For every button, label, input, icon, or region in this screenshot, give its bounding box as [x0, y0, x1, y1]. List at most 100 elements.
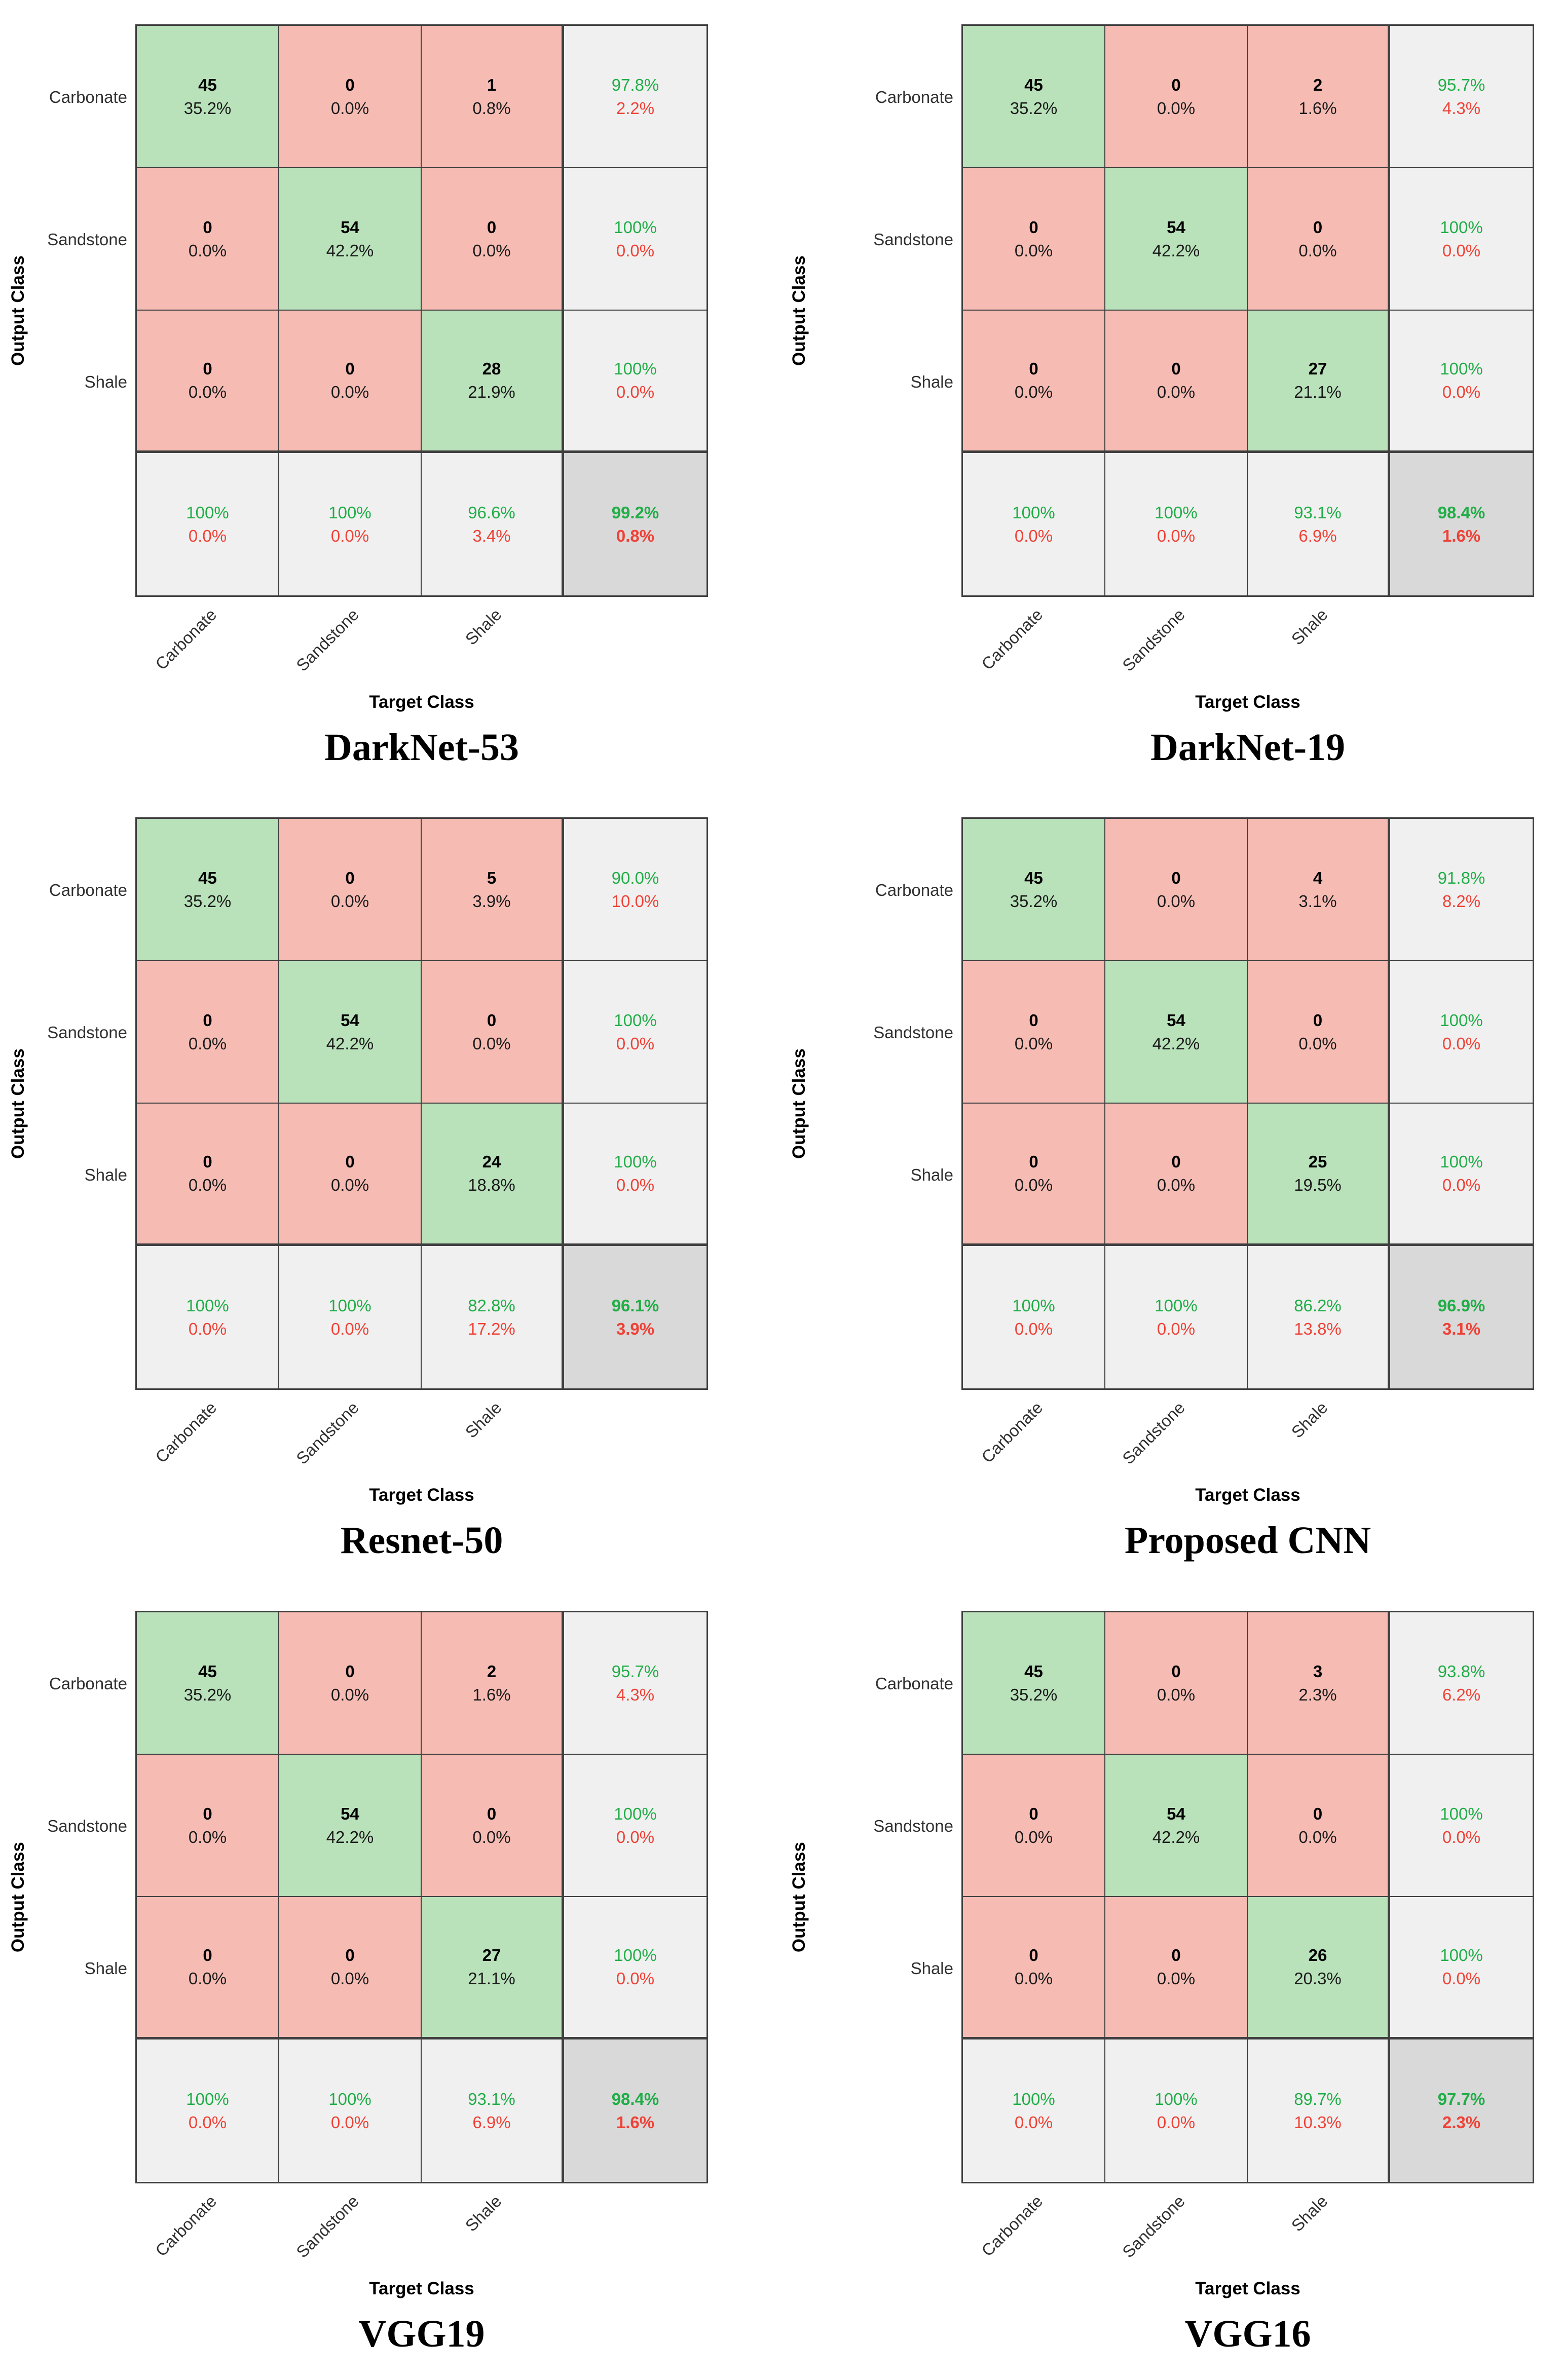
cell-percent: 2.3% [1442, 2112, 1481, 2132]
matrix-cell: 100%0.0% [564, 168, 706, 311]
cell-percent: 35.2% [1010, 98, 1058, 118]
cell-value: 54 [341, 217, 359, 237]
cell-percent: 0.0% [330, 891, 369, 911]
cell-value: 0 [203, 1152, 212, 1172]
cell-percent: 0.0% [472, 241, 511, 260]
cell-percent: 19.5% [1294, 1176, 1342, 1194]
matrix-cell: 100%0.0% [137, 1246, 279, 1388]
cell-percent: 0.0% [472, 1034, 511, 1053]
matrix-cell: 82.8%17.2% [422, 1246, 564, 1388]
row-label-slot [36, 453, 135, 595]
cell-percent: 6.9% [472, 2112, 511, 2132]
cell-percent: 0.0% [1442, 1176, 1481, 1194]
cell-percent: 0.0% [1442, 1969, 1481, 1988]
matrix-cell: 100%0.0% [1105, 453, 1248, 595]
matrix-cell: 100%0.0% [1390, 1897, 1533, 2039]
cell-value: 0 [1171, 75, 1181, 94]
matrix-cell: 100% 0.0% [564, 1897, 706, 2039]
cell-percent: 0.0% [1442, 1034, 1481, 1053]
panel-title: VGG19 [358, 2313, 485, 2355]
cell-value: 100% [1440, 1010, 1483, 1030]
cell-value: 95.7% [611, 1661, 659, 1681]
target-class-axis-label: Target Class [369, 692, 474, 712]
cell-value: 96.9% [1437, 1296, 1485, 1315]
tick-label: Carbonate [152, 2192, 220, 2260]
cell-percent: 3.9% [472, 891, 511, 911]
cell-value: 95.7% [1437, 75, 1485, 94]
row-label: Shale [84, 1958, 127, 1978]
output-class-axis-label: Output Class [8, 1842, 28, 1952]
cell-value: 54 [1167, 1804, 1185, 1823]
cell-value: 0 [1171, 868, 1181, 887]
cell-percent: 0.0% [1157, 526, 1196, 545]
matrix-cell: 100%0.0% [564, 961, 706, 1104]
cell-percent: 1.6% [472, 1685, 511, 1704]
row-label-slot: Carbonate [36, 26, 135, 168]
cell-percent: 3.9% [616, 1319, 655, 1338]
cell-percent: 0.0% [1157, 98, 1196, 118]
cell-value: 26 [1308, 1946, 1327, 1965]
cell-percent: 0.0% [1298, 1034, 1337, 1053]
matrix-cell: 93.1%6.9% [422, 2039, 564, 2182]
cell-value: 98.4% [611, 2089, 659, 2108]
cell-percent: 0.0% [188, 383, 227, 401]
row-label-slot: Shale [36, 311, 135, 453]
cell-percent: 0.0% [1442, 241, 1481, 260]
cell-value: 0 [345, 1946, 355, 1965]
target-class-axis-label: Target Class [1195, 692, 1300, 712]
panel-title: DarkNet-53 [324, 726, 519, 769]
cell-value: 97.8% [611, 75, 659, 94]
cell-percent: 8.2% [1442, 891, 1481, 911]
cell-value: 100% [1440, 359, 1483, 379]
matrix-cell: 100%0.0% [1390, 1104, 1533, 1246]
cell-percent: 4.3% [616, 1685, 655, 1704]
row-label-slot: Carbonate [817, 26, 961, 168]
row-label-slot: Shale [817, 1897, 961, 2039]
cell-percent: 0.0% [616, 1827, 655, 1846]
cell-value: 100% [614, 1946, 657, 1965]
matrix-cell: 93.8%6.2% [1390, 1612, 1533, 1755]
cell-value: 0 [1313, 1804, 1323, 1823]
cell-value: 100% [1155, 1296, 1198, 1315]
matrix-cell: 100%0.0% [1105, 2039, 1248, 2182]
cell-percent: 0.0% [330, 1319, 369, 1338]
cell-percent: 10.0% [611, 891, 659, 911]
tick-label: Carbonate [978, 605, 1047, 674]
cell-value: 100% [614, 359, 657, 379]
cell-percent: 4.3% [1442, 98, 1481, 118]
cell-percent: 1.6% [616, 2112, 655, 2132]
cell-percent: 2.2% [616, 98, 655, 118]
row-label: Shale [910, 372, 953, 391]
output-class-axis-label: Output Class [789, 1842, 809, 1952]
matrix-cell: 93.1%6.9% [1248, 453, 1390, 595]
row-label-slot: Carbonate [36, 1612, 135, 1755]
tick-label: Sandstone [1119, 605, 1189, 675]
tick-label: Sandstone [292, 1398, 363, 1468]
cell-value: 93.1% [1294, 503, 1342, 522]
cell-percent: 0.0% [616, 1034, 655, 1053]
cell-value: 100% [186, 503, 229, 522]
cell-value: 96.1% [611, 1296, 659, 1315]
matrix-cell: 98.4%1.6% [1390, 453, 1533, 595]
cell-percent: 0.0% [616, 1969, 655, 1988]
cell-percent: 0.0% [188, 1827, 227, 1846]
